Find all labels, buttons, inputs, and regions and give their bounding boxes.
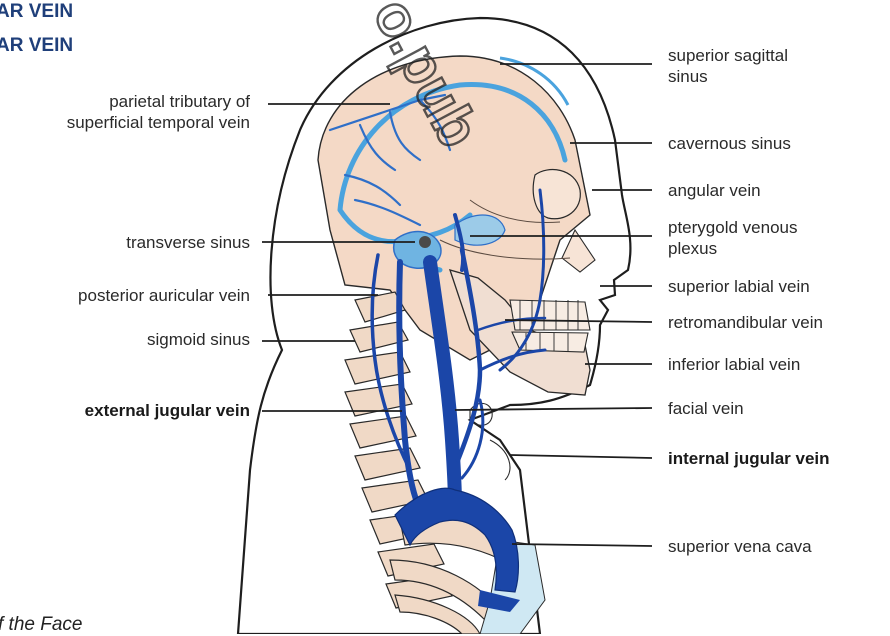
label-inferior-labial-vein: inferior labial vein xyxy=(668,354,800,375)
label-external-jugular-vein: external jugular vein xyxy=(85,400,250,421)
label-sigmoid-sinus: sigmoid sinus xyxy=(147,329,250,350)
label-posterior-auricular-vein: posterior auricular vein xyxy=(78,285,250,306)
label-superior-labial-vein: superior labial vein xyxy=(668,276,810,297)
label-angular-vein: angular vein xyxy=(668,180,761,201)
label-internal-jugular-vein: internal jugular vein xyxy=(668,448,830,469)
figure-caption: f the Face xyxy=(0,614,83,636)
label-pterygoid-venous-plexus: pterygold venous plexus xyxy=(668,217,797,259)
label-facial-vein: facial vein xyxy=(668,398,744,419)
label-superior-vena-cava: superior vena cava xyxy=(668,536,812,557)
label-transverse-sinus: transverse sinus xyxy=(126,232,250,253)
label-retromandibular-vein: retromandibular vein xyxy=(668,312,823,333)
label-cavernous-sinus: cavernous sinus xyxy=(668,133,791,154)
label-parietal-tributary: parietal tributary of superficial tempor… xyxy=(67,91,250,133)
label-superior-sagittal-sinus: superior sagittal sinus xyxy=(668,45,788,87)
